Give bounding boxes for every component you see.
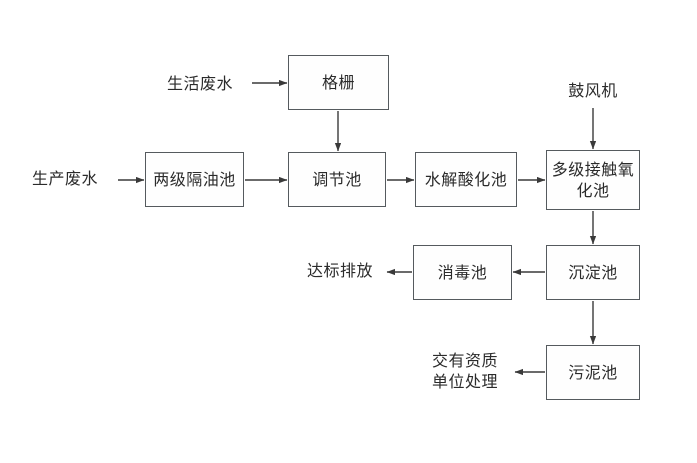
label-domestic-wastewater: 生活废水 [166,73,233,93]
node-grille[interactable]: 格栅 [288,55,389,110]
node-hydrolysis-acidification-tank[interactable]: 水解酸化池 [415,152,517,207]
node-two-stage-oil-separation-tank[interactable]: 两级隔油池 [145,152,244,207]
node-sludge-tank[interactable]: 污泥池 [546,345,640,400]
label-production-wastewater: 生产废水 [31,168,98,188]
node-regulating-tank[interactable]: 调节池 [288,152,386,207]
label-qualified-unit-disposal: 交有资质 单位处理 [431,351,498,391]
node-disinfection-tank[interactable]: 消毒池 [413,245,512,300]
node-multistage-contact-oxidation-tank[interactable]: 多级接触氧 化池 [546,150,640,210]
label-blower: 鼓风机 [568,80,618,100]
label-compliant-discharge: 达标排放 [306,260,373,280]
node-sedimentation-tank[interactable]: 沉淀池 [546,245,640,300]
